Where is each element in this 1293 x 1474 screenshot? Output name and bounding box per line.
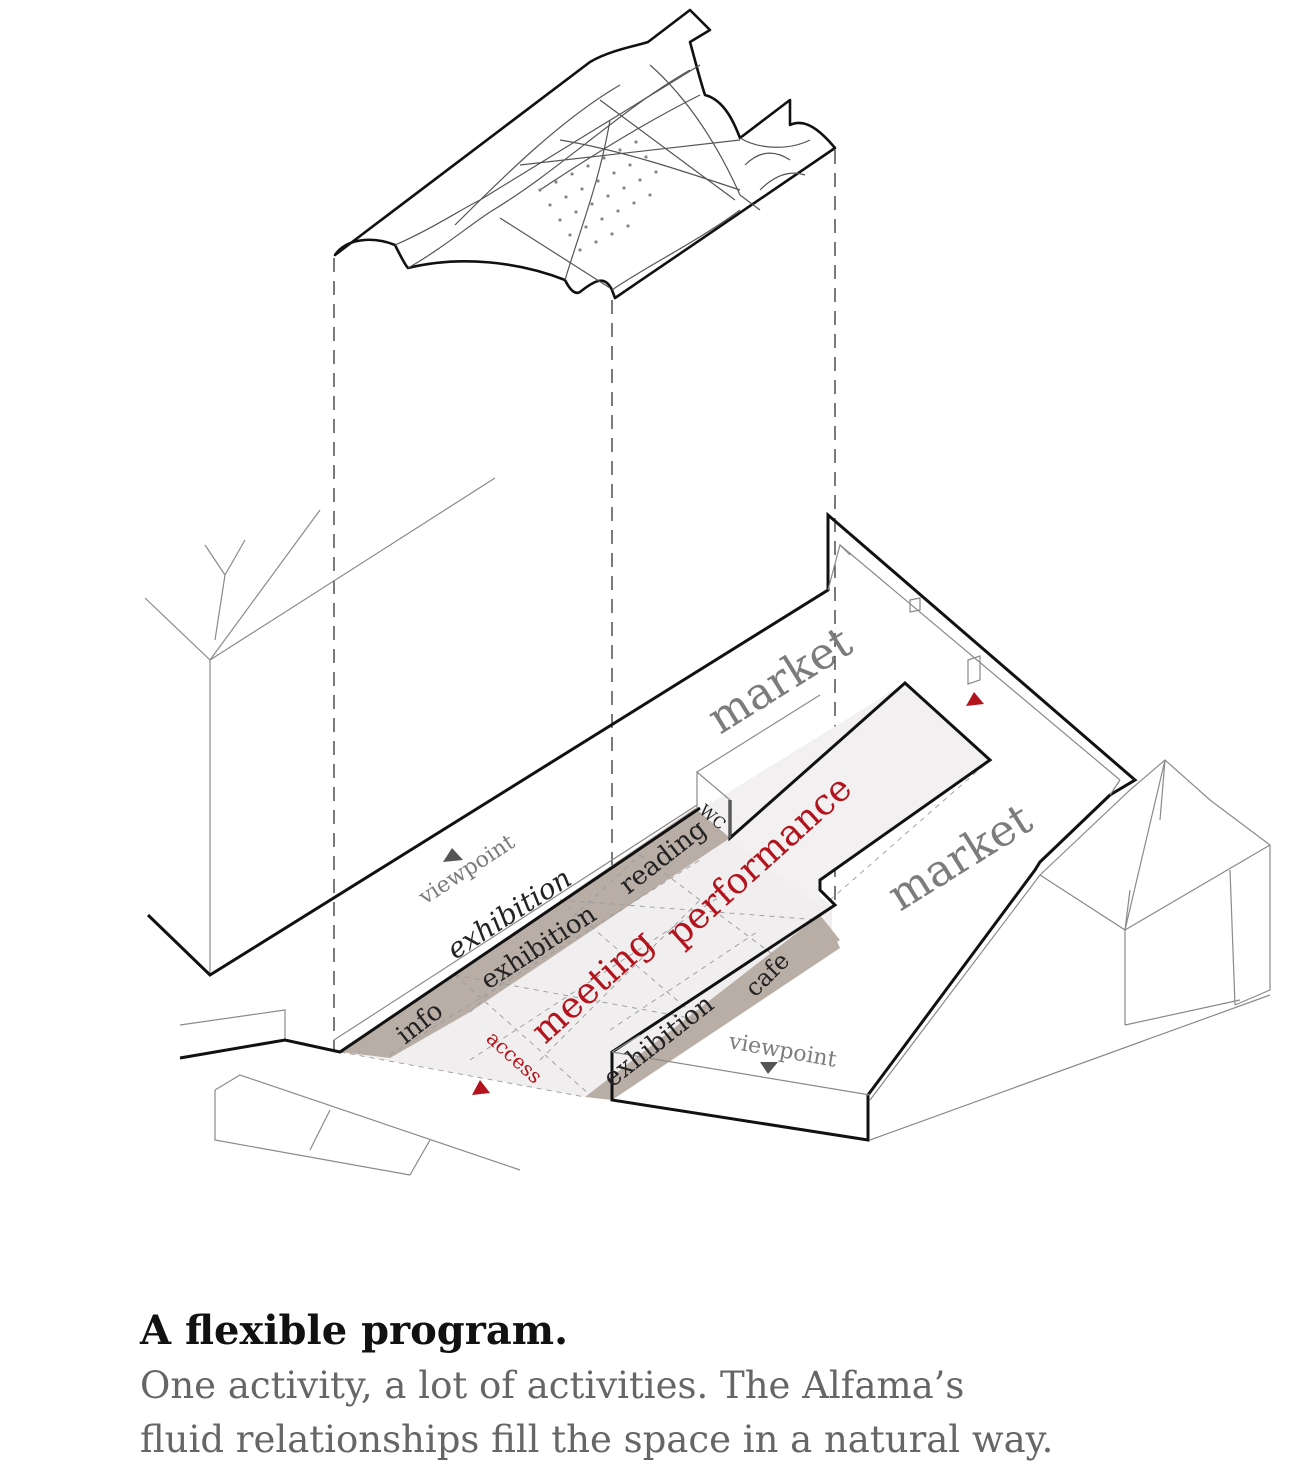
axonometric-program-diagram: market market performance meeting access… <box>144 8 1271 1176</box>
context-right-building <box>869 759 1271 1141</box>
label-market-upper: market <box>699 616 861 744</box>
viewpoint-right-arrow-icon <box>760 1062 778 1074</box>
market-arrow-icon <box>966 692 984 706</box>
caption-title: A flexible program. <box>140 1307 569 1354</box>
floor-zones <box>339 683 991 1100</box>
caption-line-2: fluid relationships fill the space in a … <box>140 1418 1054 1461</box>
direction-arrows <box>443 692 984 1095</box>
plan-outline <box>146 511 1138 1142</box>
caption: A flexible program. One activity, a lot … <box>140 1303 1290 1467</box>
vault-roof <box>333 8 837 300</box>
caption-line-1: One activity, a lot of activities. The A… <box>140 1364 965 1407</box>
access-arrow-icon <box>472 1080 490 1095</box>
context-left-building <box>144 477 521 1176</box>
label-viewpoint-right: viewpoint <box>726 1029 839 1073</box>
viewpoint-left-arrow-icon <box>443 848 463 862</box>
